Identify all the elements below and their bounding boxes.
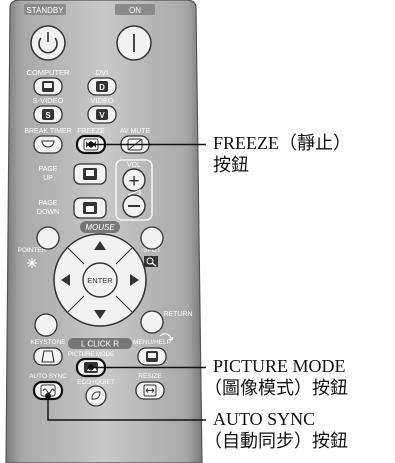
svideo-button[interactable]: S (33, 105, 63, 124)
enter-button[interactable]: ENTER (82, 262, 118, 298)
eco-quiet-button[interactable] (85, 385, 107, 407)
picture-mode-callout-subtitle: （圖像模式）按鈕 (204, 378, 348, 398)
keystone-button[interactable] (33, 347, 63, 366)
arrow-down-button[interactable] (94, 310, 106, 319)
left-click-button[interactable] (34, 313, 58, 337)
auto-sync-label: AUTO SYNC (29, 373, 67, 380)
pointer-label: POINTER (18, 247, 47, 254)
computer-button[interactable] (33, 77, 63, 96)
standby-button[interactable] (30, 25, 66, 61)
break-timer-button[interactable] (33, 135, 63, 154)
page-down-label-1: PAGE (39, 200, 58, 207)
click-label: L CLICK R (81, 340, 119, 349)
page-up-label-1: PAGE (39, 166, 58, 173)
resize-label: RESIZE (138, 373, 162, 380)
volume-up-button[interactable]: + (122, 168, 146, 192)
spot-label: SPOT (143, 247, 161, 254)
standby-label: STANDBY (26, 6, 64, 15)
svideo-key-glyph: S (45, 111, 51, 120)
freeze-callout-title: FREEZE（靜止） (213, 133, 351, 153)
laser-star-icon (27, 258, 37, 268)
auto-sync-callout-title: AUTO SYNC (213, 409, 316, 429)
menu-help-button[interactable] (137, 347, 167, 366)
picture-mode-callout-line (88, 364, 206, 371)
video-label: VIDEO (90, 96, 114, 105)
dvi-key-glyph: D (99, 83, 105, 92)
spot-magnifier-icon (144, 256, 158, 267)
volume-down-button[interactable] (122, 194, 146, 218)
arrow-right-button[interactable] (130, 274, 139, 286)
keystone-label: KEYSTONE (30, 339, 66, 346)
return-label: RETURN (163, 311, 192, 318)
on-button[interactable] (116, 25, 152, 61)
eco-quiet-label: ECO+QUIET (77, 379, 115, 386)
return-arrow-icon (159, 333, 174, 341)
enter-label: ENTER (87, 276, 113, 285)
auto-sync-callout-line (45, 393, 206, 421)
av-mute-label: AV MUTE (120, 128, 151, 135)
svideo-label: S-VIDEO (33, 96, 64, 105)
freeze-label: FREEZE (77, 128, 105, 135)
vol-label: VOL (127, 162, 141, 169)
page-down-button[interactable] (73, 197, 107, 219)
page-up-label-2: UP (43, 175, 53, 182)
arrow-up-button[interactable] (94, 241, 106, 250)
dvi-button[interactable]: D (87, 77, 117, 96)
spot-button[interactable] (140, 226, 164, 250)
dvi-label: DVI (96, 68, 109, 77)
resize-button[interactable] (135, 381, 165, 400)
freeze-callout-subtitle: 按鈕 (213, 155, 249, 175)
vol-frame (115, 159, 153, 221)
picture-mode-label: PICTURE MODE (68, 352, 114, 358)
menu-help-label: MENU/HELP (133, 339, 171, 346)
mouse-label: MOUSE (85, 223, 115, 232)
break-timer-label: BREAK TIMER (24, 128, 71, 135)
page-up-button[interactable] (73, 163, 107, 185)
return-button[interactable] (140, 310, 164, 334)
computer-label: COMPUTER (27, 68, 71, 77)
picture-mode-callout-title: PICTURE MODE (213, 356, 346, 376)
on-label: ON (129, 6, 141, 15)
auto-sync-callout-subtitle: （自動同步）按鈕 (204, 431, 348, 451)
video-key-glyph: V (99, 111, 105, 120)
freeze-callout-line (88, 141, 206, 148)
video-button[interactable]: V (87, 105, 117, 124)
volume-up-glyph: + (128, 171, 139, 192)
pointer-button[interactable] (36, 226, 60, 250)
arrow-left-button[interactable] (61, 274, 70, 286)
page-down-label-2: DOWN (37, 209, 59, 216)
